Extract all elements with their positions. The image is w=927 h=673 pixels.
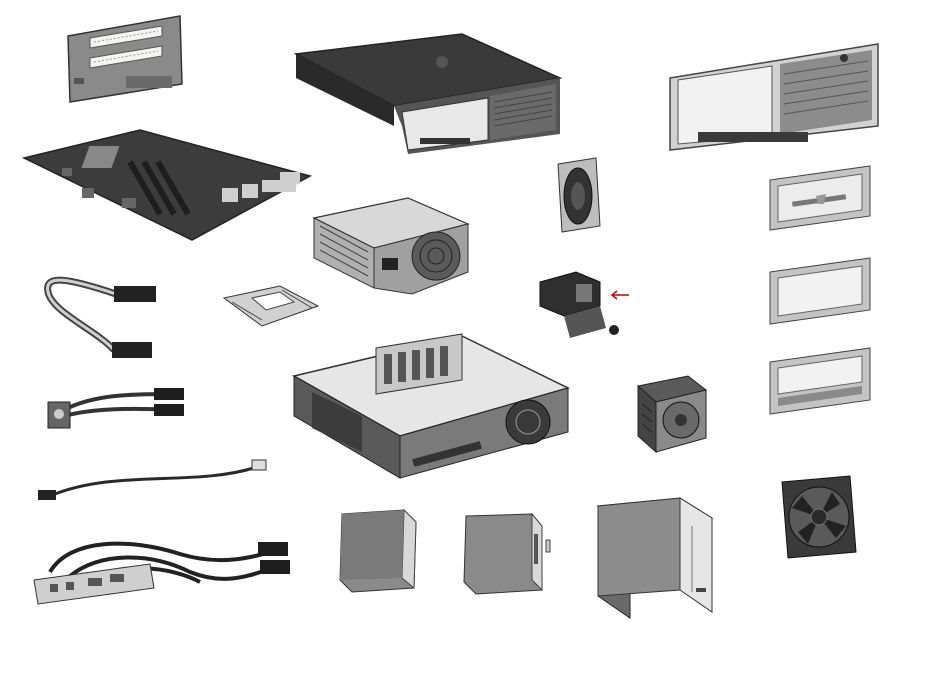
riser-card-image [66,14,184,104]
system-board-image [21,128,313,242]
optical-drive-image [596,496,714,620]
heatsink-fan-image [630,374,710,456]
solenoid-lock-image [536,268,629,340]
chassis-image [291,332,571,482]
sata-cable-image [38,268,160,364]
access-panel-image [292,30,564,158]
cpu-retention-bracket-image [222,284,320,330]
chassis-fan-image [780,474,858,560]
callout-arrow-icon [610,290,629,300]
hard-drive-image [338,508,420,594]
power-supply-image [312,196,472,298]
power-switch-cable-image [44,384,188,432]
speaker-image [556,156,602,234]
bezel-blank-3-image [768,346,874,416]
front-io-assembly-image [30,532,294,608]
bezel-blank-2-image [768,256,874,326]
audio-cable-image [36,458,270,504]
diskette-drive-image [462,512,552,596]
bezel-blank-diskette-image [768,164,874,232]
front-bezel-image [668,40,882,152]
